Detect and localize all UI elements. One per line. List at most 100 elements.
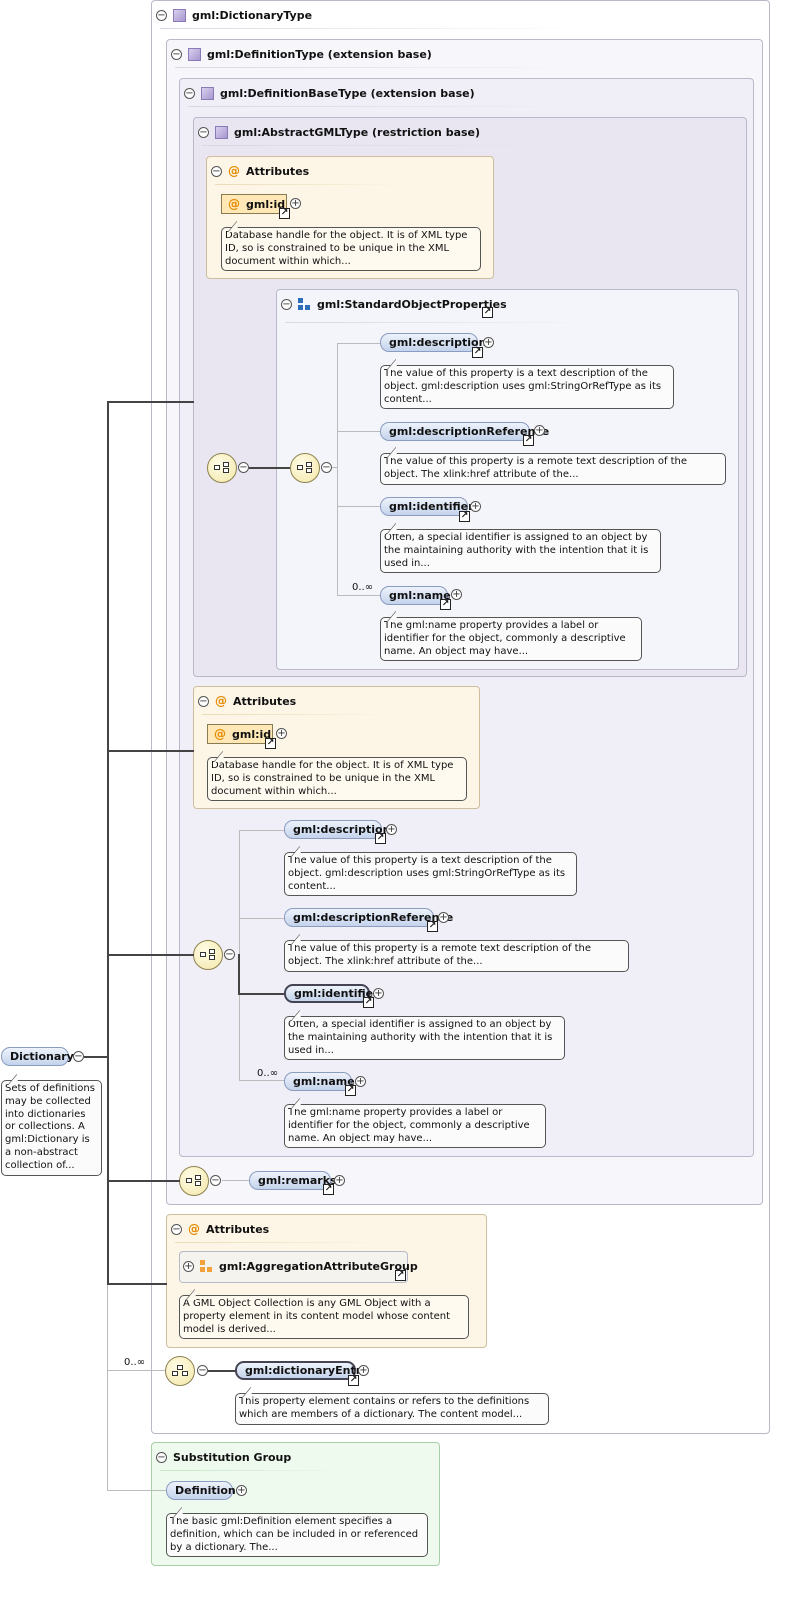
element-gml-description-2[interactable]: gml:description [284, 820, 390, 839]
reference-icon[interactable]: ↗ [482, 307, 493, 318]
element-gml-description-reference-doc-1: The value of this property is a remote t… [380, 453, 726, 485]
expand-icon[interactable]: + [534, 425, 545, 436]
element-gml-name-2[interactable]: gml:name [284, 1072, 355, 1091]
expand-icon[interactable]: + [451, 589, 462, 600]
sequence-compositor-icon[interactable] [290, 453, 320, 483]
reference-icon[interactable]: ↗ [523, 435, 534, 446]
attribute-gml-id[interactable]: @ gml:id [207, 724, 273, 744]
expand-icon[interactable]: + [386, 824, 397, 835]
element-definition[interactable]: Definition [166, 1481, 236, 1500]
standard-object-properties-title: gml:StandardObjectProperties [317, 297, 507, 311]
reference-icon[interactable]: ↗ [363, 997, 374, 1008]
element-gml-description-reference-1[interactable]: gml:descriptionReference [380, 422, 549, 441]
expand-icon[interactable]: + [236, 1485, 247, 1496]
attribute-gml-id[interactable]: @ gml:id [221, 194, 287, 214]
reference-icon[interactable]: ↗ [345, 1085, 356, 1096]
reference-icon[interactable]: ↗ [427, 921, 438, 932]
expand-icon[interactable]: + [334, 1175, 345, 1186]
collapse-icon[interactable]: − [156, 1451, 167, 1463]
collapse-icon[interactable]: − [210, 1175, 221, 1186]
attributes-header: − @ Attributes [198, 693, 296, 709]
expand-icon[interactable]: + [355, 1076, 366, 1087]
group-icon [298, 297, 311, 311]
element-gml-name-1[interactable]: gml:name [380, 586, 451, 605]
reference-icon[interactable]: ↗ [375, 833, 386, 844]
abstract-gml-type-header: − gml:AbstractGMLType (restriction base) [198, 124, 480, 140]
definition-type-title: gml:DefinitionType (extension base) [207, 47, 432, 61]
expand-icon[interactable]: + [373, 988, 384, 999]
element-label: Dictionary [10, 1050, 74, 1063]
element-gml-name-doc-2: The gml:name property provides a label o… [284, 1104, 546, 1148]
collapse-icon[interactable]: − [184, 87, 195, 99]
reference-icon[interactable]: ↗ [323, 1184, 334, 1195]
reference-icon[interactable]: ↗ [279, 208, 290, 219]
reference-icon[interactable]: ↗ [459, 511, 470, 522]
element-gml-remarks[interactable]: gml:remarks [249, 1171, 337, 1190]
collapse-icon[interactable]: − [156, 9, 167, 21]
collapse-icon[interactable]: − [238, 462, 249, 473]
substitution-group-header: − Substitution Group [156, 1449, 291, 1465]
substitution-group-title: Substitution Group [173, 1450, 292, 1464]
reference-icon[interactable]: ↗ [472, 347, 483, 358]
collapse-icon[interactable]: − [171, 1223, 182, 1235]
dictionary-type-title: gml:DictionaryType [192, 8, 313, 22]
collapse-icon[interactable]: − [224, 949, 235, 960]
collapse-icon[interactable]: − [171, 48, 182, 60]
attribute-icon: @ [228, 164, 240, 178]
element-gml-description-reference-2[interactable]: gml:descriptionReference [284, 908, 453, 927]
element-gml-description-doc-2: The value of this property is a text des… [284, 852, 577, 896]
element-label: gml:descriptionReference [293, 911, 454, 924]
reference-icon[interactable]: ↗ [395, 1270, 406, 1281]
element-gml-description-doc-1: The value of this property is a text des… [380, 365, 674, 409]
attribute-icon: @ [215, 694, 227, 708]
attributes-title: Attributes [206, 1222, 270, 1236]
cardinality-label: 0..∞ [257, 1068, 279, 1079]
element-label: gml:remarks [258, 1174, 337, 1187]
root-element-dictionary[interactable]: Dictionary [1, 1047, 74, 1066]
definition-base-type-header: − gml:DefinitionBaseType (extension base… [184, 85, 475, 101]
attribute-icon: @ [188, 1222, 200, 1236]
element-gml-identifier-2[interactable]: gml:identifier [284, 984, 379, 1003]
collapse-icon[interactable]: − [73, 1051, 84, 1062]
element-gml-identifier-1[interactable]: gml:identifier [380, 497, 474, 516]
element-gml-identifier-doc-1: Often, a special identifier is assigned … [380, 529, 661, 573]
reference-icon[interactable]: ↗ [265, 738, 276, 749]
expand-icon[interactable]: + [276, 728, 287, 739]
expand-icon[interactable]: + [358, 1365, 369, 1376]
attribute-gml-id-doc: Database handle for the object. It is of… [207, 757, 467, 801]
collapse-icon[interactable]: − [211, 165, 222, 177]
attribute-icon: @ [228, 197, 240, 211]
sequence-compositor-icon[interactable] [165, 1356, 195, 1386]
element-label: gml:name [389, 589, 451, 602]
expand-icon[interactable]: + [290, 198, 301, 209]
element-label: gml:name [293, 1075, 355, 1088]
expand-icon[interactable]: + [183, 1261, 194, 1272]
element-gml-description-reference-doc-2: The value of this property is a remote t… [284, 940, 629, 972]
element-gml-identifier-doc-2: Often, a special identifier is assigned … [284, 1016, 565, 1060]
expand-icon[interactable]: + [438, 912, 449, 923]
reference-icon[interactable]: ↗ [348, 1375, 359, 1386]
attribute-name: gml:id [232, 727, 272, 741]
expand-icon[interactable]: + [470, 501, 481, 512]
element-gml-dictionary-entry-doc: This property element contains or refers… [235, 1393, 549, 1425]
expand-icon[interactable]: + [483, 337, 494, 348]
collapse-icon[interactable]: − [198, 695, 209, 707]
collapse-icon[interactable]: − [197, 1365, 208, 1376]
aggregation-attribute-group[interactable]: + gml:AggregationAttributeGroup [179, 1251, 418, 1283]
element-label: gml:identifier [294, 987, 379, 1000]
sequence-compositor-icon[interactable] [193, 940, 223, 970]
reference-icon[interactable]: ↗ [440, 599, 451, 610]
sequence-compositor-icon[interactable] [179, 1166, 209, 1196]
collapse-icon[interactable]: − [281, 298, 292, 310]
element-definition-doc: The basic gml:Definition element specifi… [166, 1513, 428, 1557]
sequence-compositor-icon[interactable] [207, 453, 237, 483]
definition-base-type-title: gml:DefinitionBaseType (extension base) [220, 86, 475, 100]
collapse-icon[interactable]: − [198, 126, 209, 138]
element-gml-dictionary-entry[interactable]: gml:dictionaryEntry [235, 1361, 368, 1380]
element-label: gml:dictionaryEntry [245, 1364, 369, 1377]
element-gml-description-1[interactable]: gml:description [380, 333, 486, 352]
element-label: gml:description [389, 336, 487, 349]
collapse-icon[interactable]: − [321, 462, 332, 473]
attribute-group-icon [200, 1260, 213, 1273]
element-label: gml:identifier [389, 500, 474, 513]
